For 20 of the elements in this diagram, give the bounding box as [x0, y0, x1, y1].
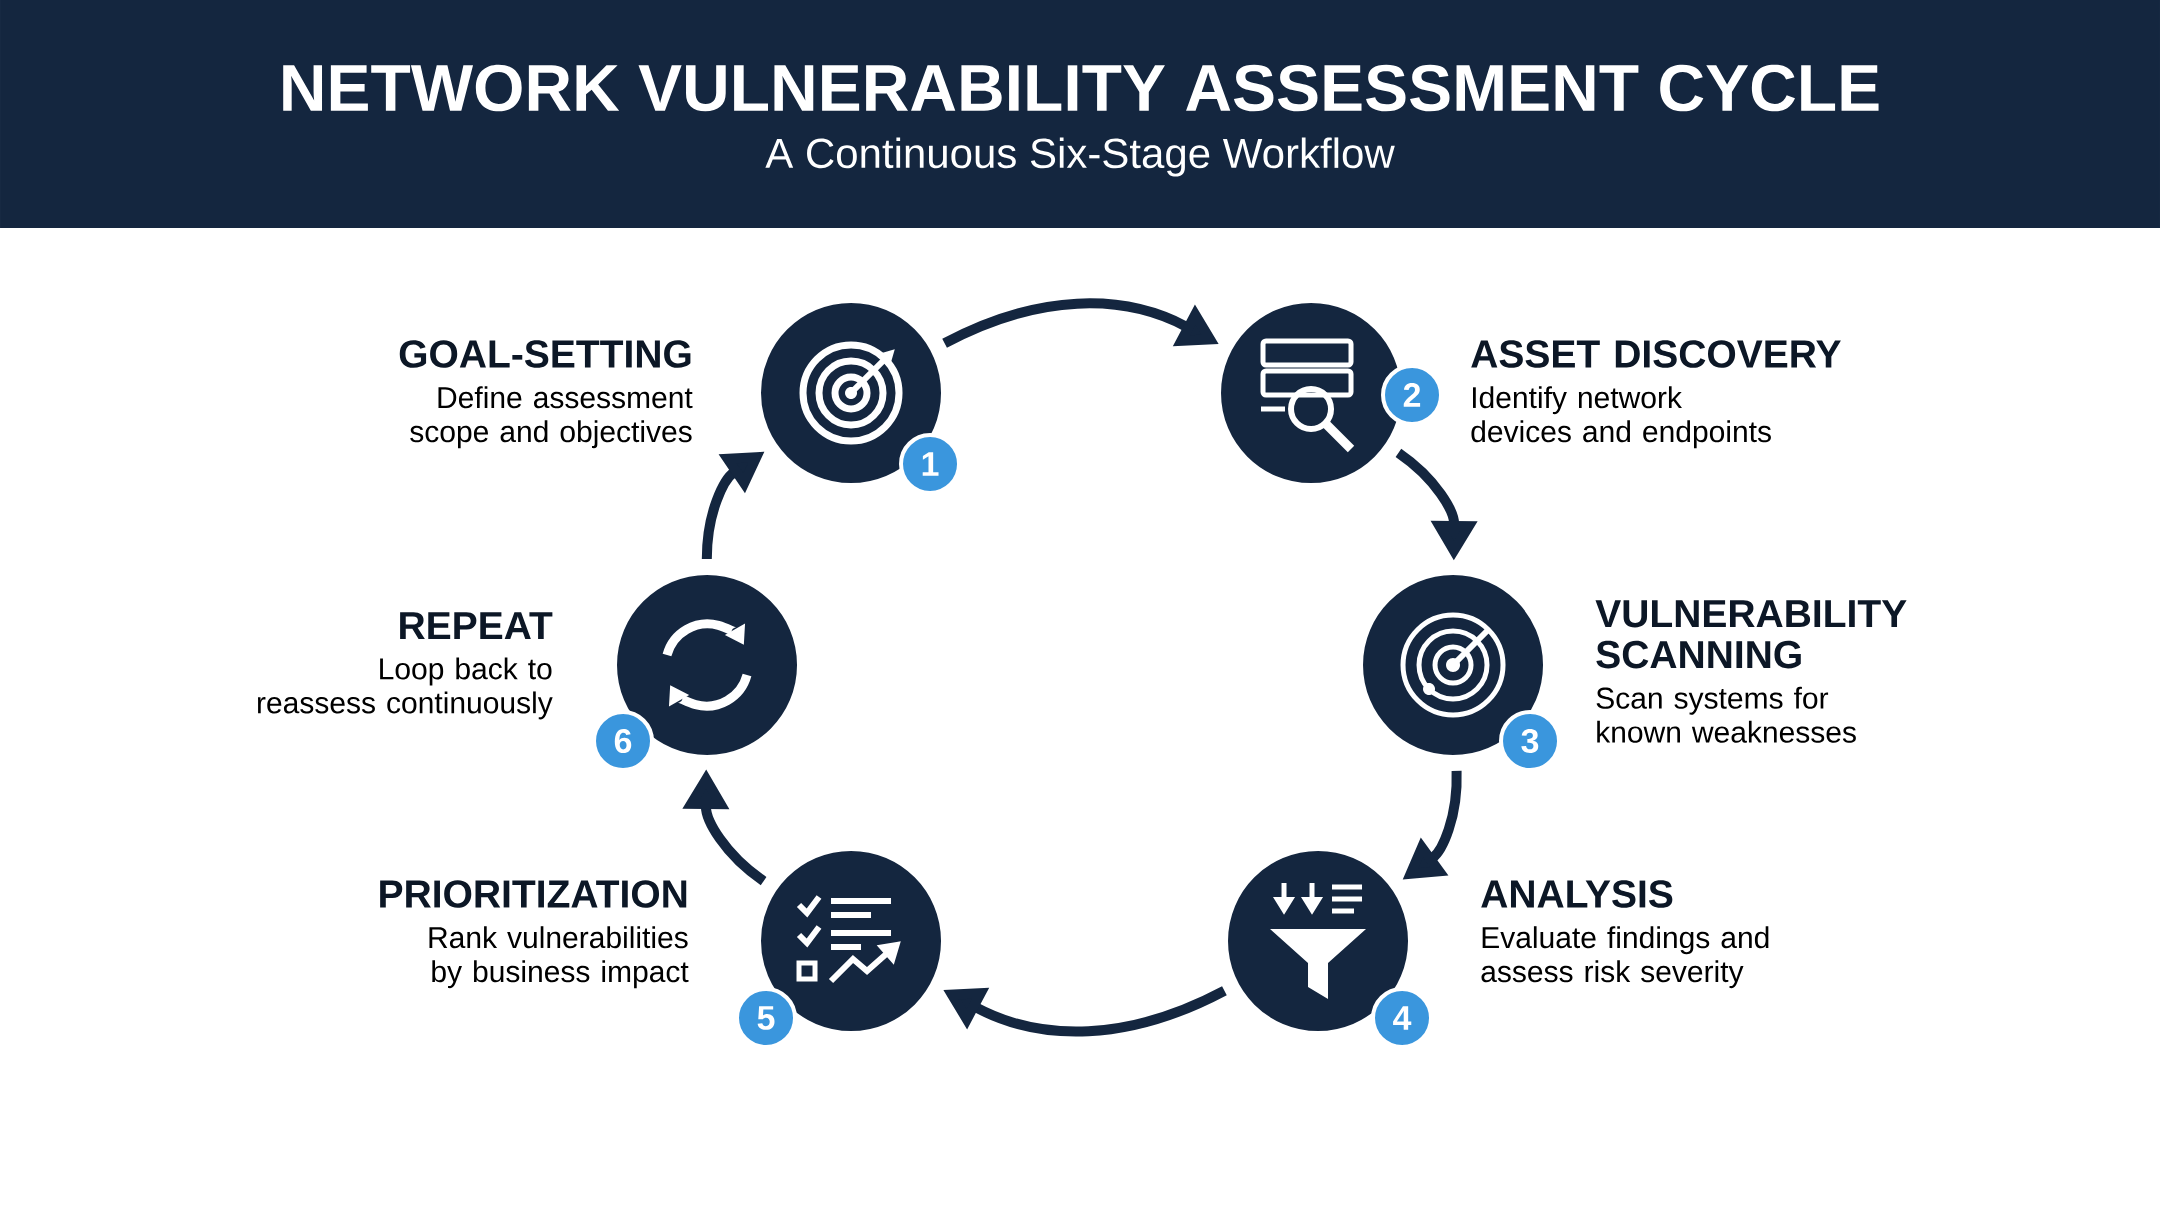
stage-title: PRIORITIZATION [380, 880, 687, 908]
number-badge: 6 [592, 710, 654, 772]
stage-description: Scan systems for known weaknesses [1596, 686, 1856, 743]
stage-description: Loop back to reassess continuously [258, 657, 553, 720]
stage-description: Define assessment scope and objectives [410, 386, 693, 449]
number-badge: 1 [899, 433, 961, 495]
stage-description: Rank vulnerabilities by business impact [429, 926, 689, 989]
subtitle: A Continuous Six-Stage Workflow [765, 137, 1395, 177]
stage-title: VULNERABILITY SCANNING [1595, 600, 1907, 669]
stage-title: GOAL-SETTING [399, 340, 691, 368]
stage-title: ANALYSIS [1481, 880, 1673, 908]
stage-description: Identify network devices and endpoints [1471, 386, 1771, 449]
stage-title: REPEAT [400, 612, 553, 640]
stage-title: ASSET DISCOVERY [1471, 340, 1841, 368]
number-badge: 2 [1381, 364, 1443, 426]
number-badge: 3 [1499, 710, 1561, 772]
number-badge: 5 [735, 987, 797, 1049]
stage-description: Evaluate findings and assess risk severity [1481, 926, 1769, 989]
title: NETWORK VULNERABILITY ASSESSMENT CYCLE [283, 64, 1879, 112]
number-badge: 4 [1371, 987, 1433, 1049]
